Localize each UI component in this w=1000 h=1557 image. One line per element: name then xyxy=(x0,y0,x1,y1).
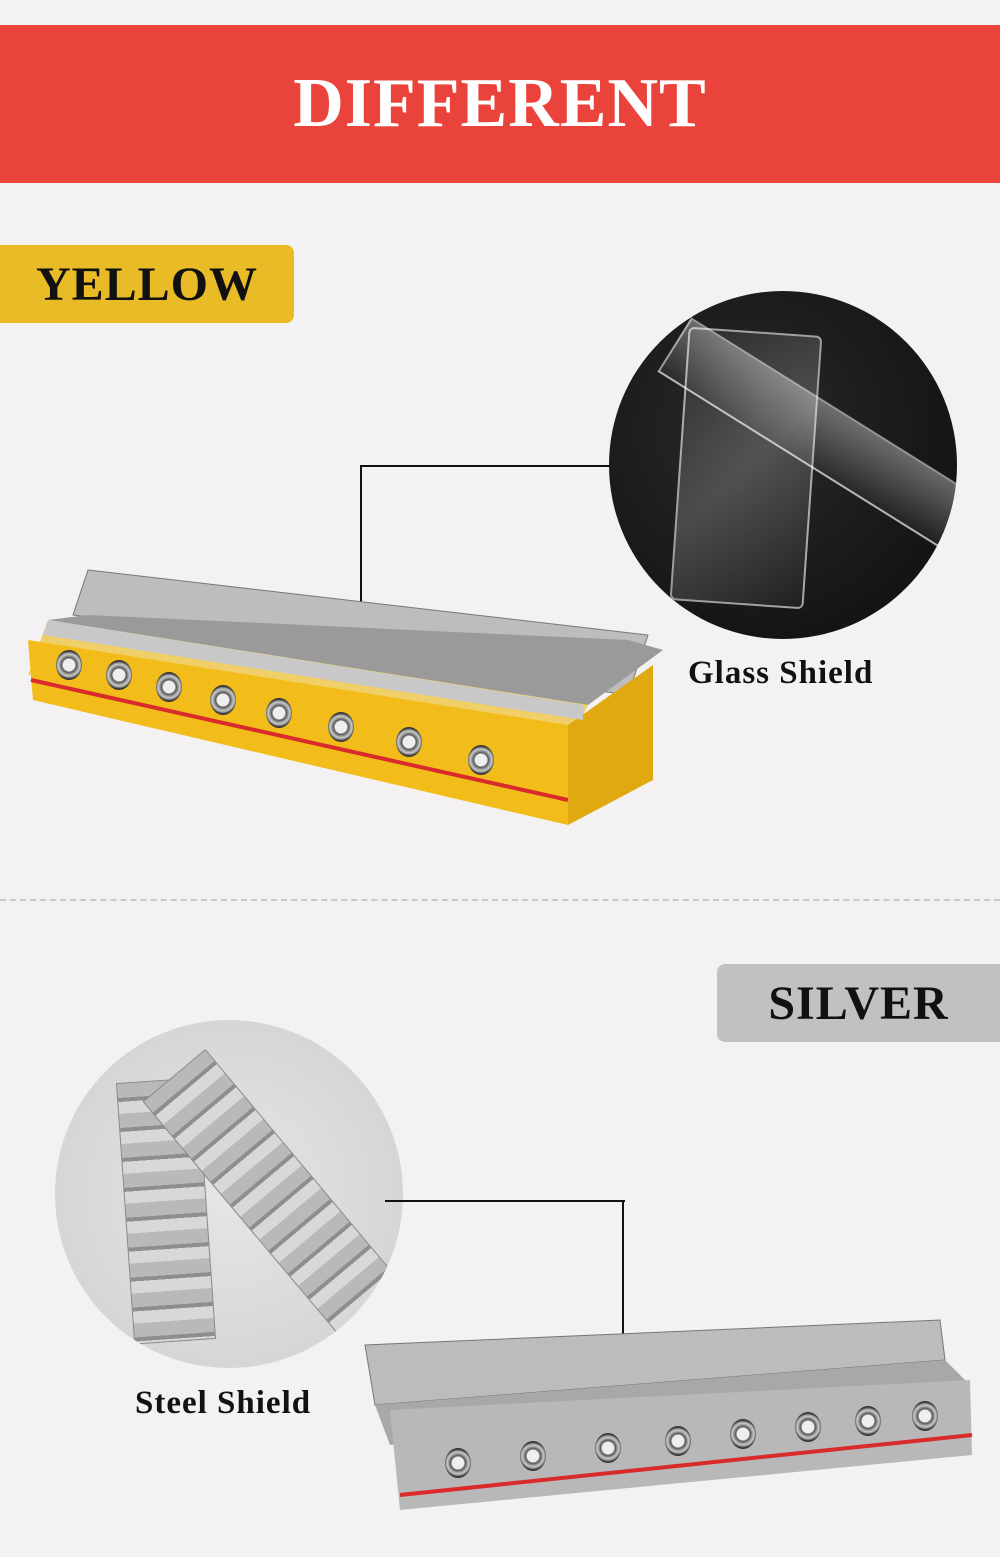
knob-icon xyxy=(396,727,422,757)
steel-shield-label: Steel Shield xyxy=(135,1385,312,1421)
knob-icon xyxy=(328,712,354,742)
silver-grill-image xyxy=(360,1315,980,1525)
yellow-grill-image xyxy=(28,565,668,835)
callout-line xyxy=(385,1200,625,1202)
yellow-tag: YELLOW xyxy=(0,245,294,323)
knob-icon xyxy=(520,1441,546,1471)
knob-icon xyxy=(445,1448,471,1478)
section-divider xyxy=(0,899,1000,901)
knob-icon xyxy=(210,685,236,715)
callout-line xyxy=(360,465,610,467)
callout-line xyxy=(622,1200,624,1360)
steel-shield-image xyxy=(55,1020,403,1368)
knob-icon xyxy=(56,650,82,680)
knob-icon xyxy=(266,698,292,728)
glass-shield-image xyxy=(609,291,957,639)
knob-icon xyxy=(855,1406,881,1436)
silver-tag: SILVER xyxy=(717,964,1000,1042)
glass-shield-label: Glass Shield xyxy=(688,655,874,691)
knob-icon xyxy=(595,1433,621,1463)
callout-line xyxy=(360,465,362,610)
header-banner: DIFFERENT xyxy=(0,25,1000,183)
banner-title: DIFFERENT xyxy=(293,65,707,142)
knob-icon xyxy=(106,660,132,690)
knob-icon xyxy=(912,1401,938,1431)
knob-icon xyxy=(156,672,182,702)
knob-icon xyxy=(730,1419,756,1449)
knob-icon xyxy=(665,1426,691,1456)
knob-icon xyxy=(468,745,494,775)
knob-icon xyxy=(795,1412,821,1442)
